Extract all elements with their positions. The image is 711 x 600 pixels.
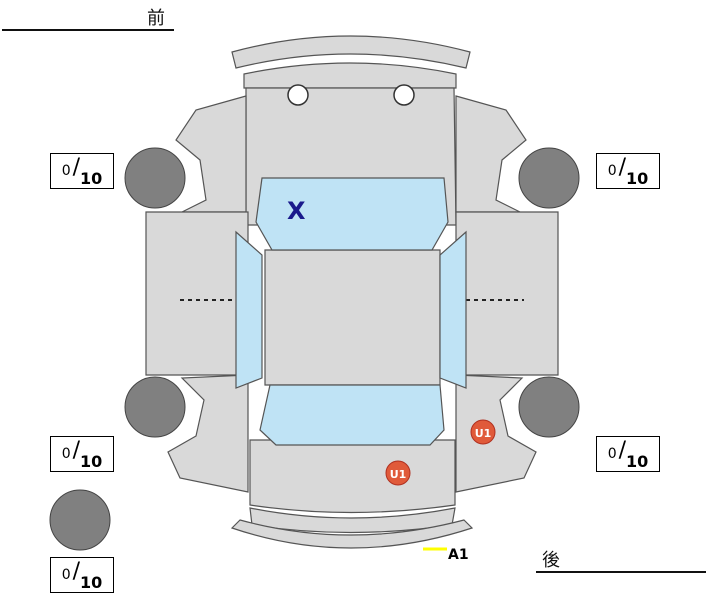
front-label: 前 [147,8,165,29]
damage-mark-u1-trunk: U1 [385,460,411,486]
tread-gauge-front-left: 0/10 [50,153,114,189]
rear-left-fender [167,374,249,493]
rear-underline [536,571,706,573]
windshield [255,177,449,251]
left-front-window [235,230,263,389]
tread-gauge-spare: 0/10 [50,557,114,593]
rear-right-tire [518,376,580,438]
rear-bumper [230,519,474,549]
left-headlight [287,84,309,106]
rear-left-tire [124,376,186,438]
front-bumper-inner [243,62,457,89]
rear-window [259,384,445,446]
tread-gauge-front-right: 0/10 [596,153,660,189]
left-doors [145,211,249,376]
tread-gauge-rear-left: 0/10 [50,436,114,472]
front-right-tire [518,147,580,209]
svg-text:U1: U1 [390,468,407,481]
damage-mark-x: X [287,197,306,225]
damage-mark-u1-fender: U1 [470,419,496,445]
rear-right-fender [455,374,537,493]
right-front-window [439,230,467,389]
front-bumper [231,35,471,69]
rear-label: 後 [542,550,560,571]
damage-mark-a1: A1 [423,547,469,563]
svg-text:A1: A1 [448,547,469,563]
right-doors [455,211,559,376]
tread-gauge-rear-right: 0/10 [596,436,660,472]
trunk-lid [249,439,456,514]
spare-tire [49,489,111,551]
right-headlight [393,84,415,106]
front-underline [2,29,174,31]
front-left-fender [175,95,247,213]
front-right-fender [455,95,527,213]
roof [264,249,441,386]
svg-text:U1: U1 [475,427,492,440]
front-left-tire [124,147,186,209]
